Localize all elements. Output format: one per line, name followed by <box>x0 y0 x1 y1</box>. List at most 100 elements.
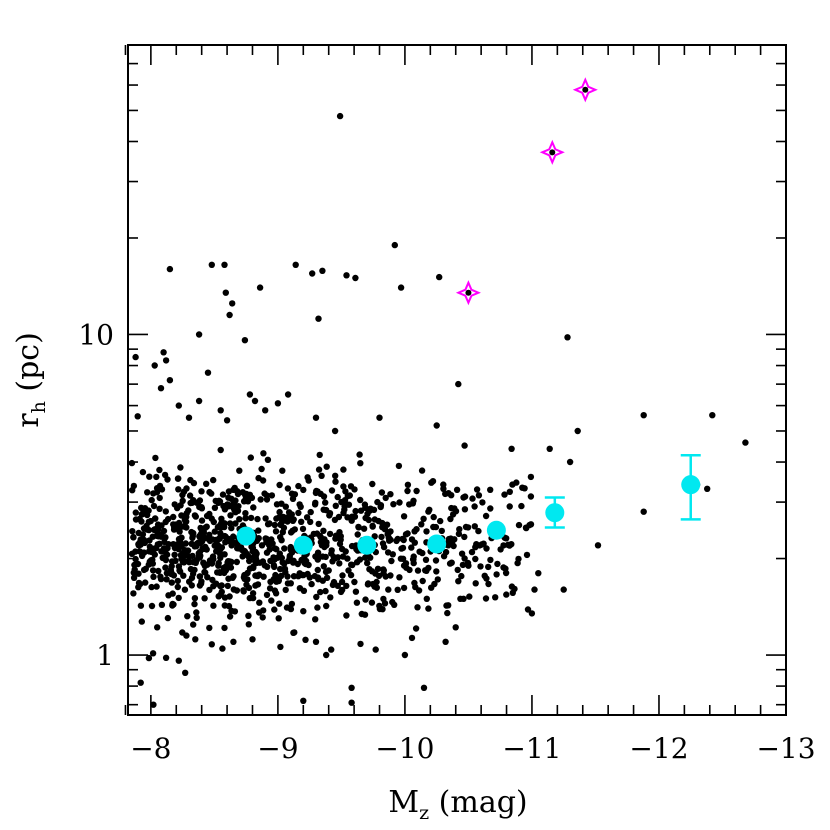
data-point <box>277 565 284 573</box>
data-point <box>358 610 365 618</box>
data-point <box>243 581 250 588</box>
data-point <box>190 479 198 487</box>
data-point <box>274 400 282 407</box>
data-point <box>309 270 316 277</box>
data-point <box>229 300 236 307</box>
data-point <box>458 572 465 580</box>
x-tick-label: −13 <box>756 732 815 765</box>
data-point <box>506 488 513 495</box>
data-point <box>471 503 478 510</box>
data-point <box>351 486 358 493</box>
data-point <box>314 566 321 574</box>
data-point <box>331 427 339 435</box>
data-point <box>168 563 175 570</box>
data-point <box>266 546 273 553</box>
data-point <box>461 555 468 562</box>
data-point <box>466 593 473 600</box>
data-point <box>374 498 381 506</box>
data-point <box>183 524 190 531</box>
data-point <box>386 537 393 544</box>
data-point <box>139 511 146 518</box>
binned-mean-point <box>427 534 447 554</box>
star-marker <box>455 280 481 306</box>
data-point <box>455 578 462 585</box>
data-point <box>436 273 443 281</box>
data-point <box>322 499 329 506</box>
data-point <box>344 555 351 562</box>
data-point <box>317 490 324 497</box>
data-point <box>314 549 322 556</box>
data-point <box>158 522 165 529</box>
data-point <box>319 267 326 274</box>
data-point <box>240 587 247 594</box>
data-point <box>268 597 275 604</box>
data-point <box>459 561 467 569</box>
data-point <box>196 503 203 511</box>
data-point <box>501 491 508 498</box>
data-point <box>223 417 231 424</box>
data-point <box>461 493 469 500</box>
data-point <box>242 510 249 517</box>
data-point <box>216 569 223 576</box>
data-point <box>185 414 193 421</box>
data-point <box>272 571 279 579</box>
data-point <box>267 578 274 585</box>
data-point <box>742 439 749 446</box>
binned-mean-point <box>236 526 256 546</box>
data-point <box>334 493 341 501</box>
data-point <box>156 466 163 474</box>
data-point <box>357 496 364 504</box>
data-point <box>182 540 189 547</box>
data-point <box>315 520 322 528</box>
data-point <box>193 609 200 616</box>
data-point <box>307 518 314 526</box>
data-point <box>274 554 281 561</box>
data-point <box>146 473 153 480</box>
data-point <box>166 377 174 384</box>
data-point <box>281 565 289 573</box>
data-point <box>343 582 350 590</box>
data-point <box>284 580 292 587</box>
data-point <box>174 583 181 591</box>
data-point <box>328 550 335 557</box>
data-point <box>465 562 472 569</box>
data-point <box>482 595 490 602</box>
data-point <box>409 500 417 507</box>
data-point <box>191 595 199 602</box>
data-point <box>247 514 255 522</box>
data-point <box>145 507 152 514</box>
data-point <box>400 584 408 592</box>
data-point <box>176 568 184 575</box>
data-point <box>546 445 553 452</box>
binned-means-layer <box>236 453 701 555</box>
data-point <box>159 554 167 562</box>
data-point <box>230 573 237 580</box>
data-point <box>203 546 210 553</box>
data-point <box>146 558 153 565</box>
data-point <box>137 602 145 609</box>
data-point <box>336 112 344 120</box>
data-point <box>219 491 227 498</box>
data-point <box>640 508 647 515</box>
data-point <box>210 518 217 526</box>
data-point <box>135 542 142 549</box>
data-point <box>257 496 264 503</box>
data-point <box>208 641 215 648</box>
data-point <box>336 560 343 567</box>
data-point <box>169 602 176 609</box>
data-point <box>265 520 273 527</box>
data-point <box>527 493 535 500</box>
data-point <box>416 548 423 555</box>
data-point <box>494 560 501 568</box>
data-point <box>411 579 418 587</box>
data-point <box>245 612 252 619</box>
data-point <box>298 518 305 525</box>
data-point <box>402 560 410 567</box>
data-point <box>527 473 535 481</box>
data-point <box>430 523 437 531</box>
data-point <box>461 506 469 513</box>
data-point <box>300 486 307 494</box>
data-point <box>144 489 151 496</box>
data-point <box>300 697 307 704</box>
data-point <box>508 445 515 452</box>
